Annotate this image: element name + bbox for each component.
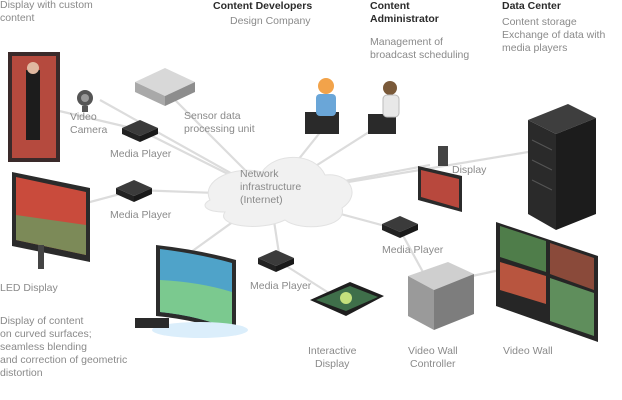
media-player-3-device	[258, 250, 294, 272]
data-center-desc: Content storage Exchange of data with me…	[502, 16, 606, 54]
led-display-device	[12, 172, 90, 269]
media-player-1-device	[122, 120, 158, 142]
custom-display-monitor	[8, 52, 60, 162]
media-player-4-device	[382, 216, 418, 238]
sensor-unit-label: Sensor data processing unit	[184, 110, 255, 135]
led-display-label: LED Display	[0, 282, 58, 294]
media-player-4-label: Media Player	[382, 244, 444, 256]
display-label: Display	[452, 164, 487, 176]
curved-display-device	[135, 245, 248, 338]
content-admin-title: Content Administrator	[370, 0, 439, 25]
server-rack-device	[528, 104, 596, 230]
content-developer-figure	[305, 78, 339, 134]
sensor-unit-device	[135, 68, 195, 106]
video-wall-device	[496, 222, 598, 342]
video-camera-icon	[77, 90, 93, 112]
content-developers-desc: Design Company	[230, 15, 311, 27]
custom-display-label: Display with custom content	[0, 0, 93, 24]
video-wall-controller-label: Video Wall Controller	[408, 345, 458, 370]
display-device	[418, 146, 462, 212]
data-center-title: Data Center	[502, 0, 561, 12]
content-developers-title: Content Developers	[213, 0, 313, 12]
video-wall-label: Video Wall	[503, 345, 553, 357]
interactive-display-label: Interactive Display	[308, 345, 357, 370]
video-camera-label: Video Camera	[70, 111, 108, 136]
media-player-2-label: Media Player	[110, 209, 172, 221]
network-label: Network infrastructure (Internet)	[240, 168, 302, 206]
content-admin-figure	[368, 81, 400, 134]
media-player-3-label: Media Player	[250, 280, 312, 292]
content-admin-desc: Management of broadcast scheduling	[370, 36, 470, 61]
interactive-display-device	[310, 282, 384, 316]
media-player-2-device	[116, 180, 152, 202]
curved-display-desc: Display of content on curved surfaces; s…	[0, 315, 128, 379]
network-cloud	[204, 156, 353, 228]
video-wall-controller-device	[408, 262, 474, 330]
media-player-1-label: Media Player	[110, 148, 172, 160]
